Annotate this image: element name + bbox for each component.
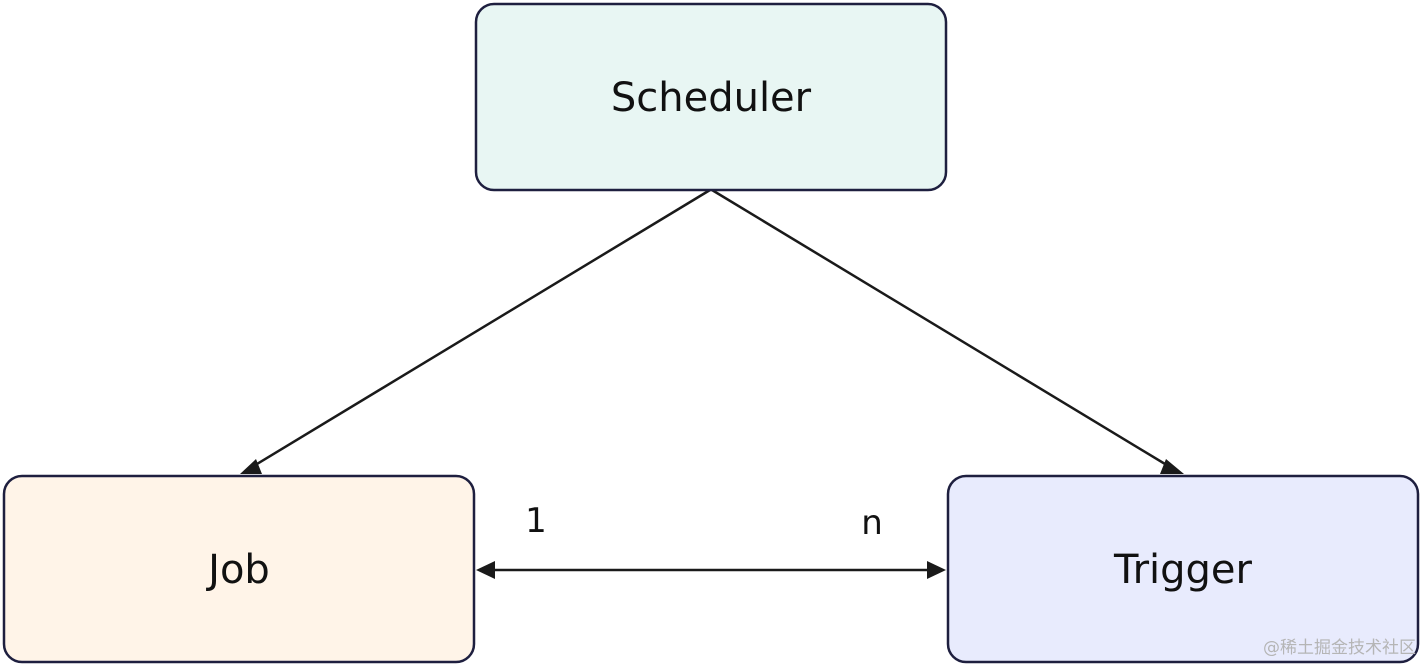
node-job-label: Job bbox=[205, 547, 270, 593]
node-trigger-label: Trigger bbox=[1113, 547, 1253, 593]
multiplicity-target-label: n bbox=[861, 503, 883, 543]
node-job: Job bbox=[2, 474, 476, 664]
multiplicity-source-label: 1 bbox=[525, 501, 547, 541]
arrowhead-trigger-icon bbox=[1160, 459, 1184, 474]
node-trigger: Trigger bbox=[946, 474, 1420, 664]
arrowhead-job-icon bbox=[240, 459, 262, 474]
node-trigger-box bbox=[946, 474, 1420, 664]
arrowhead-right-icon bbox=[927, 561, 946, 579]
node-scheduler: Scheduler bbox=[474, 2, 948, 192]
arrowhead-left-icon bbox=[476, 561, 495, 579]
edge-scheduler-to-trigger bbox=[711, 188, 1171, 469]
node-scheduler-label: Scheduler bbox=[611, 75, 812, 121]
node-scheduler-box bbox=[474, 2, 948, 192]
watermark-text: @稀土掘金技术社区 bbox=[1263, 638, 1416, 658]
node-job-box bbox=[2, 474, 476, 664]
edge-scheduler-to-job bbox=[251, 188, 711, 469]
